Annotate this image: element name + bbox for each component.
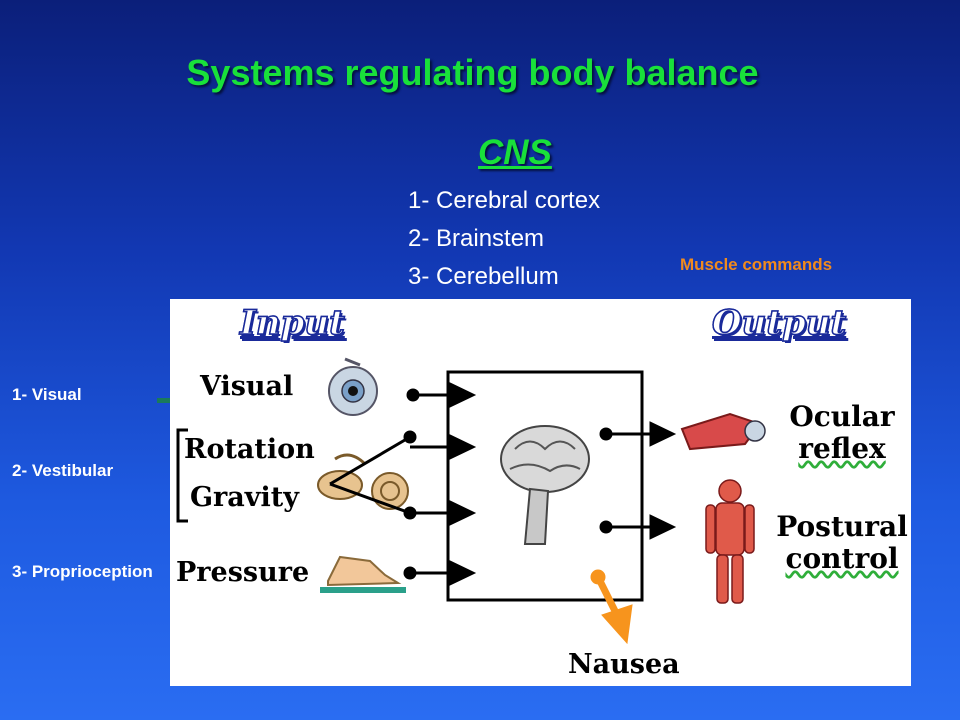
side-label-proprioception: 3- Proprioception (12, 562, 153, 581)
input-label-visual: Visual (200, 371, 294, 402)
side-label-visual: 1- Visual (12, 385, 82, 404)
brain-icon (500, 425, 590, 545)
input-label-rotation: Rotation (184, 434, 315, 465)
output-label-reflex: reflex (798, 432, 886, 465)
cns-list: 1- Cerebral cortex 2- Brainstem 3- Cereb… (408, 185, 600, 299)
inner-ear-icon (317, 453, 409, 510)
output-label-ocular-reflex: Ocular reflex (782, 401, 902, 465)
output-label-postural: Postural (776, 510, 908, 543)
output-label-ocular: Ocular (789, 400, 895, 433)
cns-item-cerebellum: 3- Cerebellum (408, 263, 559, 290)
side-label-vestibular: 2- Vestibular (12, 461, 114, 480)
output-header: Output (711, 302, 847, 344)
slide-title: Systems regulating body balance (186, 52, 759, 93)
input-label-gravity: Gravity (190, 482, 299, 513)
cns-item-brainstem: 2- Brainstem (408, 225, 545, 252)
muscle-commands-label: Muscle commands (680, 255, 833, 274)
input-header: Input (239, 302, 345, 344)
human-muscle-icon (705, 479, 755, 604)
eye-icon (328, 357, 378, 416)
nausea-label: Nausea (568, 649, 680, 680)
vestibular-bracket (176, 428, 188, 523)
diagram-panel: Input Output Visual Rotation Gravity Pre… (170, 299, 911, 686)
cns-heading: CNS (478, 133, 552, 172)
output-label-postural-control: Postural control (776, 511, 908, 575)
diagram-graphics (176, 357, 766, 645)
eye-muscle-icon (680, 412, 766, 451)
input-arrows (329, 382, 477, 586)
input-label-pressure: Pressure (176, 557, 310, 588)
nausea-arrow (590, 569, 633, 645)
foot-icon (320, 555, 406, 593)
output-arrows (599, 421, 677, 540)
output-label-control: control (785, 542, 899, 575)
cns-item-cortex: 1- Cerebral cortex (408, 187, 601, 214)
